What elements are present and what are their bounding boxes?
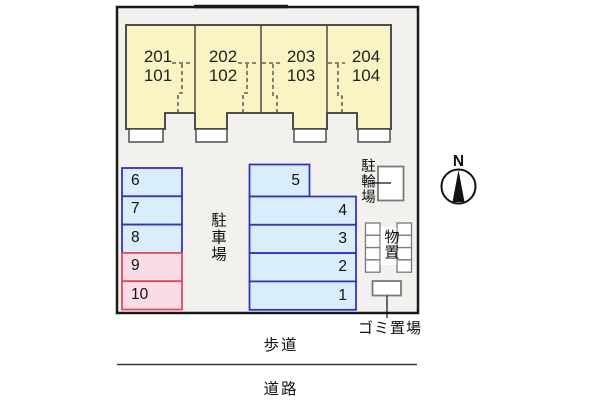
unit-lower-number: 104 bbox=[351, 66, 381, 85]
entrance-porch-unit4 bbox=[357, 128, 391, 143]
parking-space-8-label: 8 bbox=[131, 229, 140, 246]
unit-lower-number: 103 bbox=[286, 66, 316, 85]
parking-space-9-label: 9 bbox=[131, 257, 140, 274]
unit-label-204-104: 204 104 bbox=[336, 47, 396, 85]
compass bbox=[440, 168, 477, 205]
parking-space-6-label: 6 bbox=[131, 172, 140, 189]
sidewalk-label: 歩道 bbox=[263, 337, 299, 354]
compass-north-label: N bbox=[452, 153, 465, 170]
unit-upper-number: 202 bbox=[208, 47, 238, 66]
entrance-porch-unit3 bbox=[293, 128, 327, 143]
unit-label-202-102: 202 102 bbox=[193, 47, 253, 85]
parking-space-10 bbox=[121, 280, 183, 311]
parking-space-1 bbox=[248, 280, 357, 311]
unit-upper-number: 201 bbox=[143, 47, 173, 66]
entrance-porch-unit1 bbox=[128, 128, 164, 143]
parking-space-4-label: 4 bbox=[338, 202, 347, 219]
parking-space-3-label: 3 bbox=[338, 230, 347, 247]
unit-lower-number: 102 bbox=[208, 66, 238, 85]
entry-path-unit3 bbox=[262, 62, 280, 112]
unit-label-201-101: 201 101 bbox=[128, 47, 188, 85]
parking-space-1-label: 1 bbox=[338, 287, 347, 304]
parking-space-2-label: 2 bbox=[338, 258, 347, 275]
parking-space-9 bbox=[121, 251, 183, 283]
entry-path-unit1 bbox=[172, 62, 193, 112]
storage-unit bbox=[364, 222, 413, 273]
entry-path-unit4 bbox=[328, 62, 345, 112]
unit-upper-number: 204 bbox=[351, 47, 381, 66]
garbage-area bbox=[371, 280, 402, 297]
parking-space-4 bbox=[248, 195, 357, 226]
unit-upper-number: 203 bbox=[286, 47, 316, 66]
unit-label-203-103: 203 103 bbox=[271, 47, 331, 85]
parking-space-8 bbox=[121, 223, 183, 254]
bicycle-parking-label: 駐輪場 bbox=[359, 158, 375, 205]
road-label: 道路 bbox=[263, 381, 299, 398]
parking-space-5-label: 5 bbox=[291, 172, 300, 189]
entrance-porch-unit2 bbox=[195, 128, 228, 143]
storage-label: 物置 bbox=[382, 229, 400, 260]
parking-space-7-label: 7 bbox=[131, 200, 140, 217]
parking-space-2 bbox=[248, 252, 357, 283]
parking-space-6 bbox=[121, 167, 183, 198]
parking-space-10-label: 10 bbox=[131, 286, 149, 303]
parking-lot-label: 駐車場 bbox=[209, 212, 226, 263]
unit-lower-number: 101 bbox=[143, 66, 173, 85]
entry-path-unit2 bbox=[238, 62, 259, 112]
compass-needle-icon bbox=[452, 170, 465, 202]
garbage-label: ゴミ置場 bbox=[357, 320, 422, 337]
